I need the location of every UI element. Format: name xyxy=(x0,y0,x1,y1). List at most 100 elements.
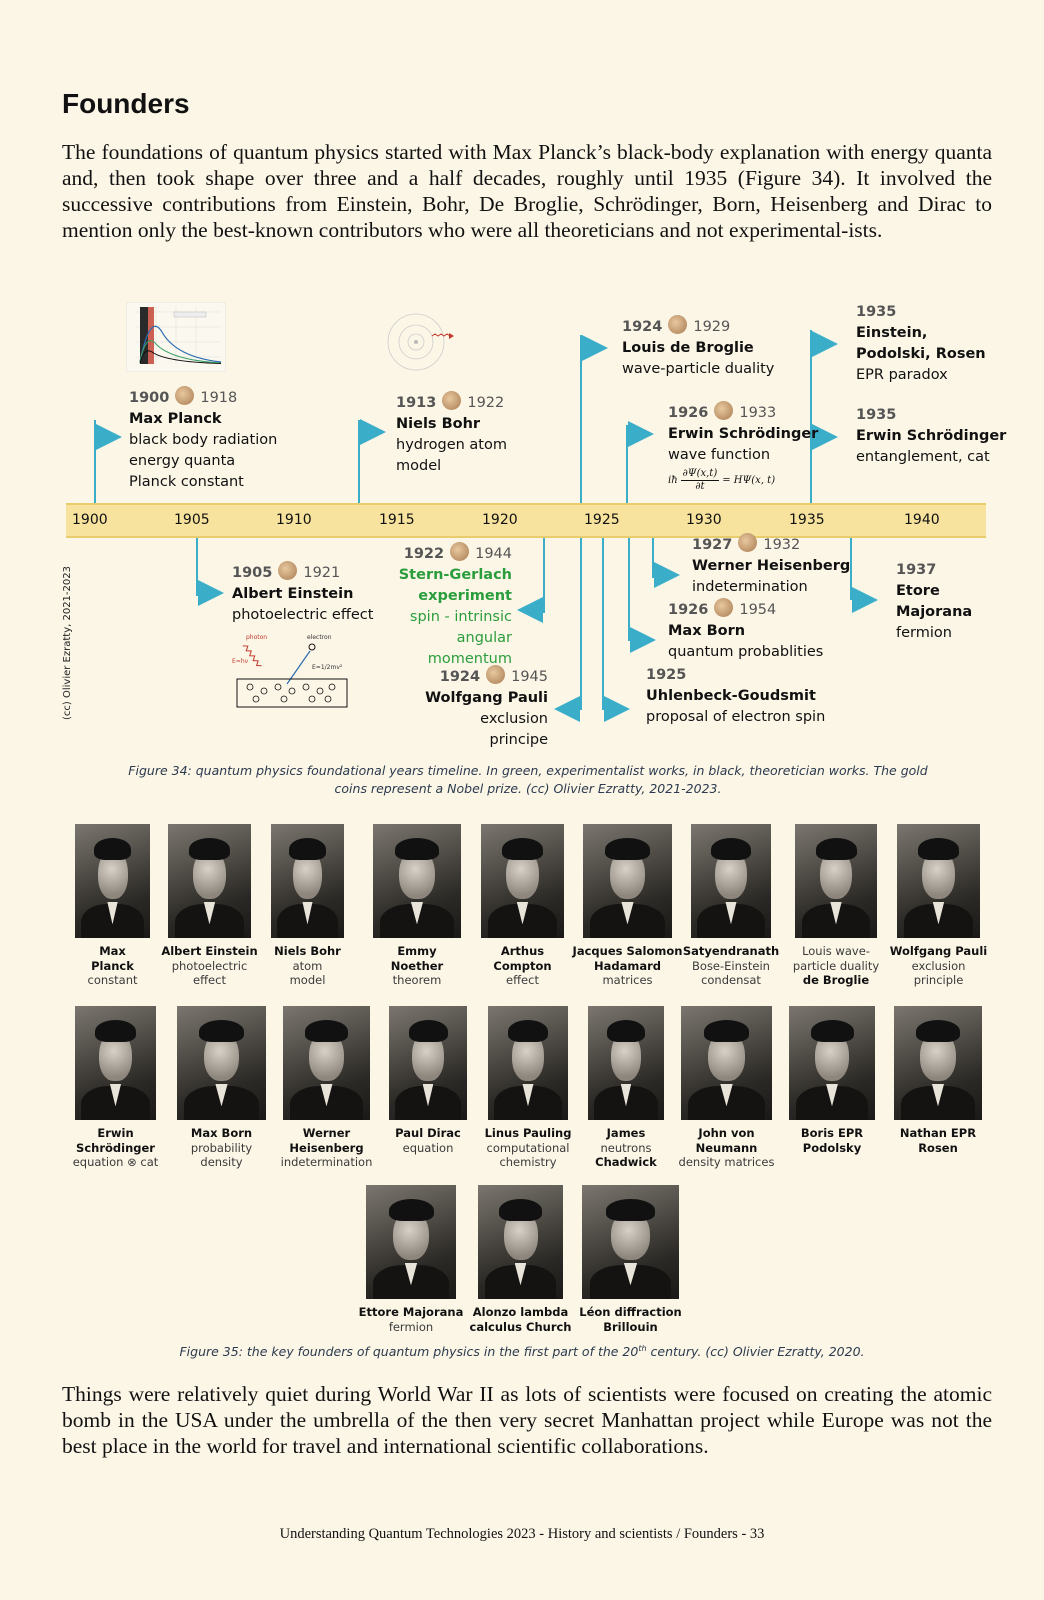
portrait-photo xyxy=(283,1006,370,1120)
flag-planck xyxy=(96,424,122,450)
year-label: 1900 xyxy=(72,512,108,528)
flag-majorana xyxy=(852,587,878,613)
portrait-photo xyxy=(681,1006,772,1120)
year-label: 1940 xyxy=(904,512,940,528)
flag-uhlenbeck xyxy=(604,696,630,722)
year-label: 1930 xyxy=(686,512,722,528)
page-heading: Founders xyxy=(62,88,190,119)
flag-debroglie xyxy=(582,335,608,361)
event-entanglement: 1935 Erwin Schrödinger entanglement, cat xyxy=(856,407,1007,465)
line-1926 xyxy=(626,425,628,503)
portrait-photo xyxy=(271,824,344,938)
blackbody-illustration xyxy=(126,302,226,372)
flag-epr xyxy=(812,331,838,357)
nobel-coin-icon xyxy=(450,542,470,561)
flag-entanglement xyxy=(812,424,838,450)
portrait-photo xyxy=(488,1006,568,1120)
line-1937 xyxy=(850,538,852,600)
portrait-photo xyxy=(583,824,672,938)
flag-born xyxy=(630,627,656,653)
nobel-coin-icon xyxy=(714,598,734,617)
year-label: 1905 xyxy=(174,512,210,528)
portrait-photo xyxy=(75,824,150,938)
bohr-atom-illustration xyxy=(387,313,454,371)
line-1924 xyxy=(580,335,582,503)
svg-text:electron: electron xyxy=(307,634,332,641)
event-majorana: 1937 Etore Majorana fermion xyxy=(896,562,973,641)
line-1905 xyxy=(196,538,198,596)
portrait-photo xyxy=(789,1006,875,1120)
portrait-photo xyxy=(389,1006,467,1120)
line-1915 xyxy=(358,420,360,503)
flag-schrodinger xyxy=(628,421,654,447)
portrait-photo xyxy=(691,824,771,938)
portrait-photo xyxy=(795,824,877,938)
portrait-photo xyxy=(894,1006,982,1120)
photoelectric-illustration: photon electron E=hν E=1/2mv² xyxy=(232,634,348,708)
flag-einstein xyxy=(198,580,224,606)
line-1927 xyxy=(652,538,654,578)
schrodinger-equation: iħ ∂Ψ(x,t) ∂t = HΨ(x, t) xyxy=(668,468,776,492)
page-footer: Understanding Quantum Technologies 2023 … xyxy=(279,1526,765,1542)
nobel-coin-icon xyxy=(738,533,758,552)
year-label: 1935 xyxy=(789,512,825,528)
svg-text:E=1/2mv²: E=1/2mv² xyxy=(312,664,343,671)
timeline-copyright: (cc) Olivier Ezratty, 2021-2023 xyxy=(62,566,73,720)
portrait-photo xyxy=(582,1185,679,1299)
portrait-photo xyxy=(366,1185,456,1299)
figure-35-caption: Figure 35: the key founders of quantum p… xyxy=(179,1344,865,1360)
portrait-photo xyxy=(373,824,461,938)
svg-text:E=hν: E=hν xyxy=(232,658,249,665)
year-label: 1910 xyxy=(276,512,312,528)
line-1922 xyxy=(543,538,545,613)
line-1935 xyxy=(810,330,812,503)
figure-34-caption: Figure 34: quantum physics foundational … xyxy=(128,763,928,796)
portrait-photo xyxy=(177,1006,266,1120)
portrait-photo xyxy=(588,1006,664,1120)
nobel-coin-icon xyxy=(278,561,298,580)
flag-pauli xyxy=(554,696,580,722)
year-label: 1920 xyxy=(482,512,518,528)
line-1925 xyxy=(602,538,604,710)
nobel-coin-icon xyxy=(442,391,462,410)
line-1900 xyxy=(94,420,96,503)
portrait-photo xyxy=(478,1185,563,1299)
year-label: 1925 xyxy=(584,512,620,528)
svg-text:photon: photon xyxy=(246,634,267,641)
nobel-coin-icon xyxy=(668,315,688,334)
year-label: 1915 xyxy=(379,512,415,528)
nobel-coin-icon xyxy=(175,386,195,405)
portrait-photo xyxy=(168,824,251,938)
nobel-coin-icon xyxy=(486,665,506,684)
nobel-coin-icon xyxy=(714,401,734,420)
